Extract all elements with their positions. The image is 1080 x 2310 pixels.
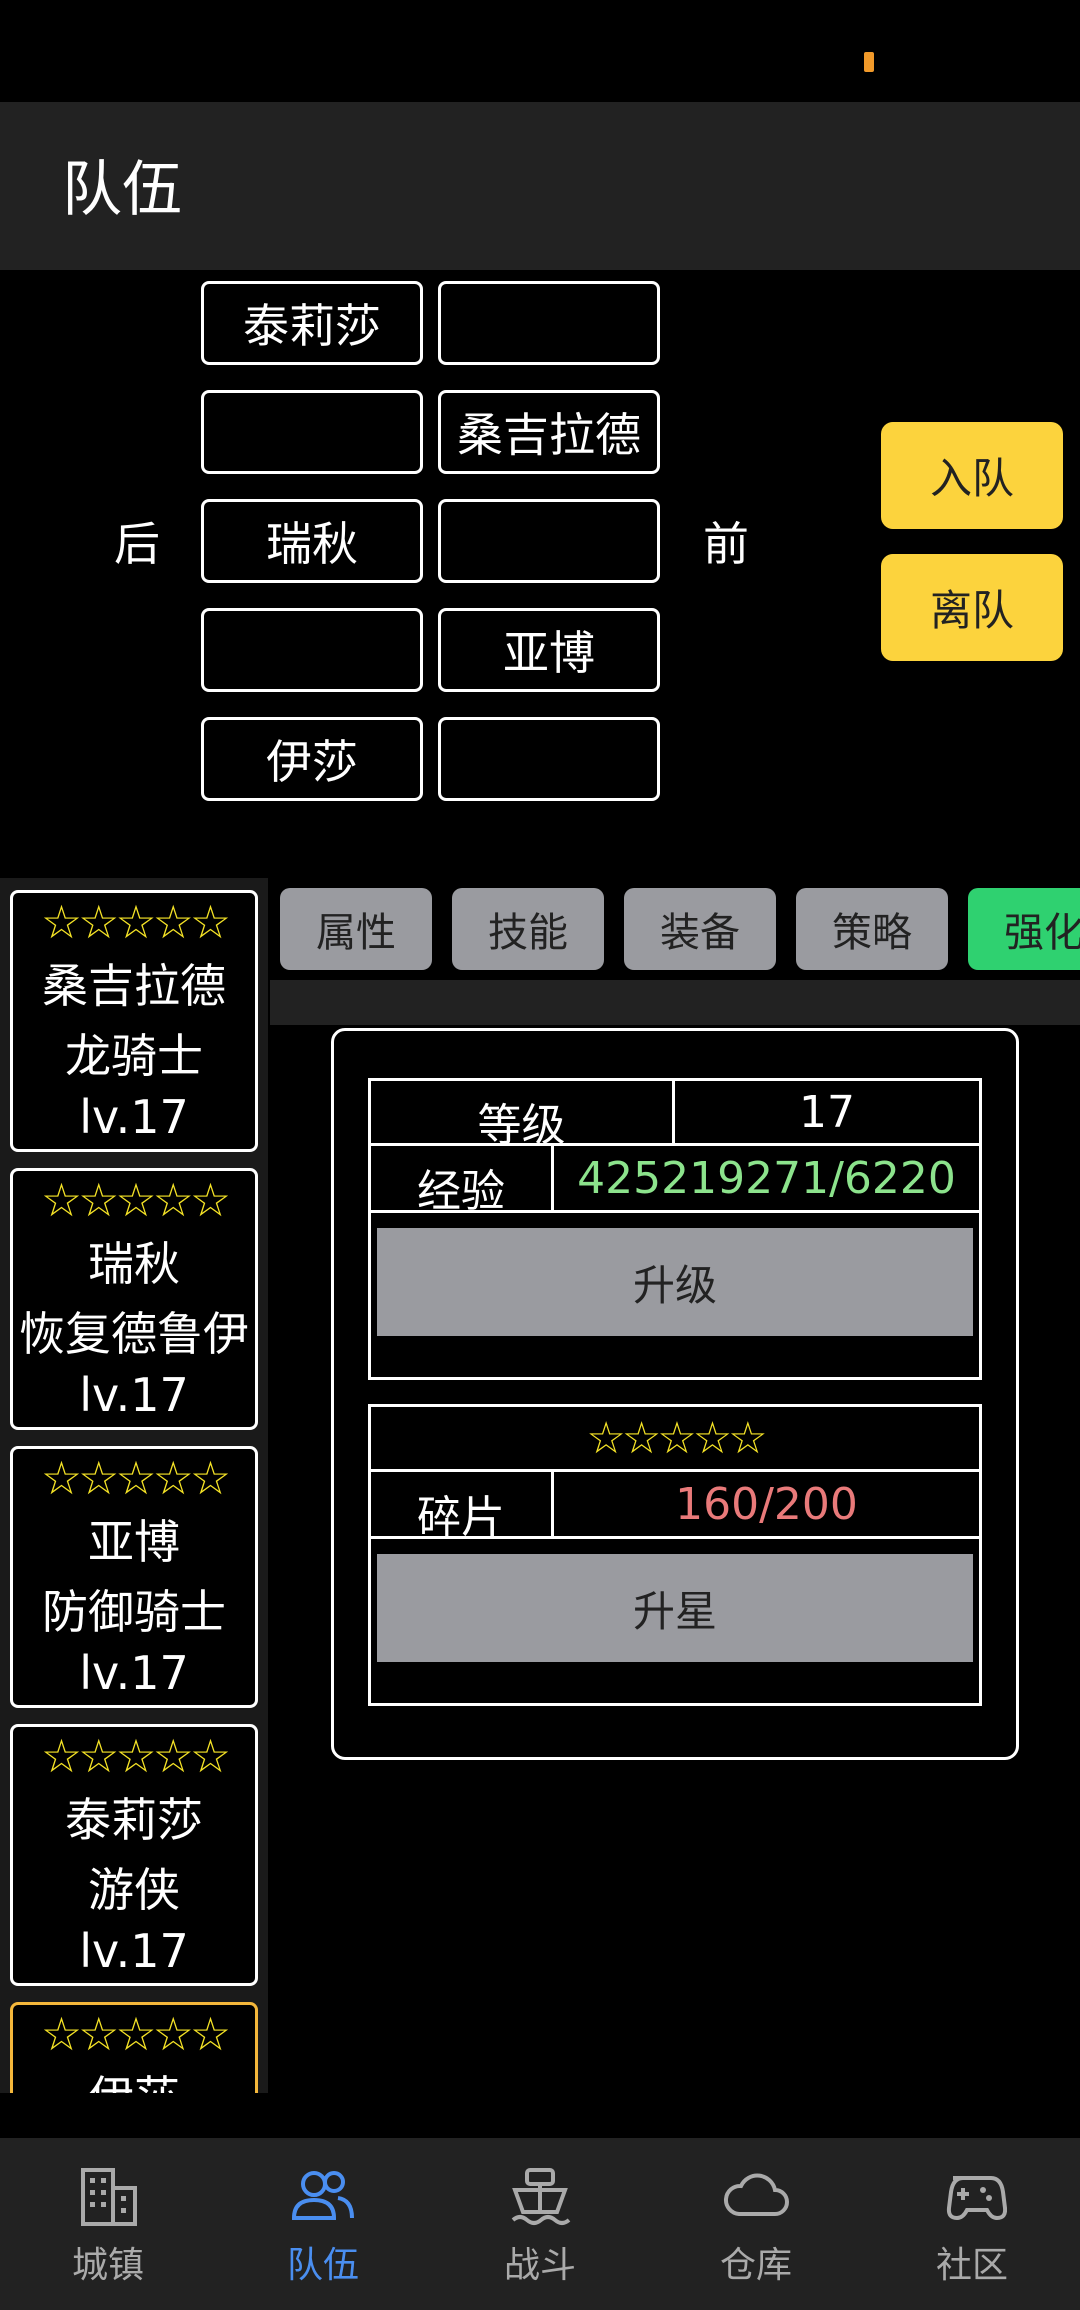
city-icon	[81, 2168, 137, 2226]
hero-class: 游侠	[88, 1863, 180, 1917]
nav-label: 社区	[935, 2245, 1008, 2286]
nav-label: 战斗	[503, 2245, 576, 2286]
hero-card-3[interactable]: ☆☆☆☆☆ 亚博 防御骑士 lv.17	[10, 1446, 258, 1708]
formation-slot-back-4[interactable]	[201, 608, 423, 692]
nav-warehouse[interactable]: 仓库	[681, 2160, 831, 2290]
gamepad-icon	[946, 2176, 1007, 2221]
hero-class: 防御骑士	[42, 1585, 226, 1639]
hero-name: 瑞秋	[88, 1237, 180, 1291]
hero-stars: ☆☆☆☆☆	[40, 2007, 231, 2061]
hero-name: 伊莎	[13, 2063, 255, 2093]
hero-stars: ☆☆☆☆☆	[40, 1451, 231, 1505]
page-title: 队伍	[62, 155, 182, 225]
hero-level: lv.17	[79, 1924, 189, 1978]
bottom-navigation	[0, 2138, 1080, 2310]
status-bar	[0, 0, 1080, 102]
level-label: 等级	[368, 1078, 675, 1151]
hero-card-2[interactable]: ☆☆☆☆☆ 瑞秋 恢复德鲁伊 lv.17	[10, 1168, 258, 1430]
formation-slot-front-2[interactable]: 桑吉拉德	[438, 390, 660, 474]
hero-stars: ☆☆☆☆☆	[40, 1729, 231, 1783]
formation-slot-front-5[interactable]	[438, 717, 660, 801]
hero-level: lv.17	[79, 1090, 189, 1144]
shard-label: 碎片	[368, 1469, 554, 1543]
nav-town[interactable]: 城镇	[33, 2160, 183, 2290]
formation-slot-front-3[interactable]	[438, 499, 660, 583]
hero-stars: ☆☆☆☆☆	[40, 1173, 231, 1227]
nav-battle[interactable]: 战斗	[465, 2160, 615, 2290]
tab-skills[interactable]: 技能	[452, 888, 604, 970]
tab-strategy[interactable]: 策略	[796, 888, 948, 970]
status-indicator	[864, 52, 874, 72]
tab-enhance[interactable]: 强化	[968, 888, 1080, 970]
hero-class: 恢复德鲁伊	[19, 1307, 249, 1361]
formation-slot-back-1[interactable]: 泰莉莎	[201, 281, 423, 365]
detail-panel	[270, 878, 1080, 2123]
tab-attributes[interactable]: 属性	[280, 888, 432, 970]
exp-value: 425219271/6220	[551, 1143, 982, 1213]
header-bar	[0, 102, 1080, 270]
tab-divider	[270, 980, 1080, 1025]
hero-name: 亚博	[88, 1515, 180, 1569]
hero-name: 桑吉拉德	[42, 959, 226, 1013]
hero-level: lv.17	[79, 1646, 189, 1700]
hero-name: 泰莉莎	[65, 1793, 203, 1847]
formation-slot-front-4[interactable]: 亚博	[438, 608, 660, 692]
back-row-label: 后	[114, 517, 160, 571]
exp-label: 经验	[368, 1143, 554, 1217]
nav-community[interactable]: 社区	[897, 2160, 1047, 2290]
tab-bar: 属性 技能 装备 策略 强化	[270, 878, 1080, 978]
formation-slot-back-3[interactable]: 瑞秋	[201, 499, 423, 583]
nav-label: 城镇	[71, 2245, 144, 2286]
hero-list[interactable]: ☆☆☆☆☆ 桑吉拉德 龙骑士 lv.17 ☆☆☆☆☆ 瑞秋 恢复德鲁伊 lv.1…	[0, 878, 268, 2093]
enhance-box	[331, 1028, 1019, 1760]
hero-card-1[interactable]: ☆☆☆☆☆ 桑吉拉德 龙骑士 lv.17	[10, 890, 258, 1152]
team-icon	[291, 2171, 354, 2220]
star-up-button[interactable]: 升星	[377, 1554, 973, 1662]
hero-class: 龙骑士	[65, 1029, 203, 1083]
tab-equipment[interactable]: 装备	[624, 888, 776, 970]
nav-label: 仓库	[719, 2245, 792, 2286]
hero-level: lv.17	[79, 1368, 189, 1422]
nav-team[interactable]: 队伍	[248, 2160, 398, 2290]
shard-value: 160/200	[551, 1469, 982, 1539]
formation-slot-back-2[interactable]	[201, 390, 423, 474]
join-team-button[interactable]: 入队	[881, 422, 1063, 529]
level-up-button[interactable]: 升级	[377, 1228, 973, 1336]
formation-slot-front-1[interactable]	[438, 281, 660, 365]
level-value: 17	[672, 1078, 982, 1146]
hero-card-5[interactable]: ☆☆☆☆☆ 伊莎	[10, 2002, 258, 2093]
formation-slot-back-5[interactable]: 伊莎	[201, 717, 423, 801]
nav-label: 队伍	[286, 2245, 359, 2286]
front-row-label: 前	[703, 517, 749, 571]
star-rating: ☆☆☆☆☆	[368, 1404, 982, 1472]
hero-stars: ☆☆☆☆☆	[40, 895, 231, 949]
cloud-icon	[723, 2173, 789, 2216]
hero-card-4[interactable]: ☆☆☆☆☆ 泰莉莎 游侠 lv.17	[10, 1724, 258, 1986]
battle-ship-icon	[511, 2168, 571, 2225]
leave-team-button[interactable]: 离队	[881, 554, 1063, 661]
